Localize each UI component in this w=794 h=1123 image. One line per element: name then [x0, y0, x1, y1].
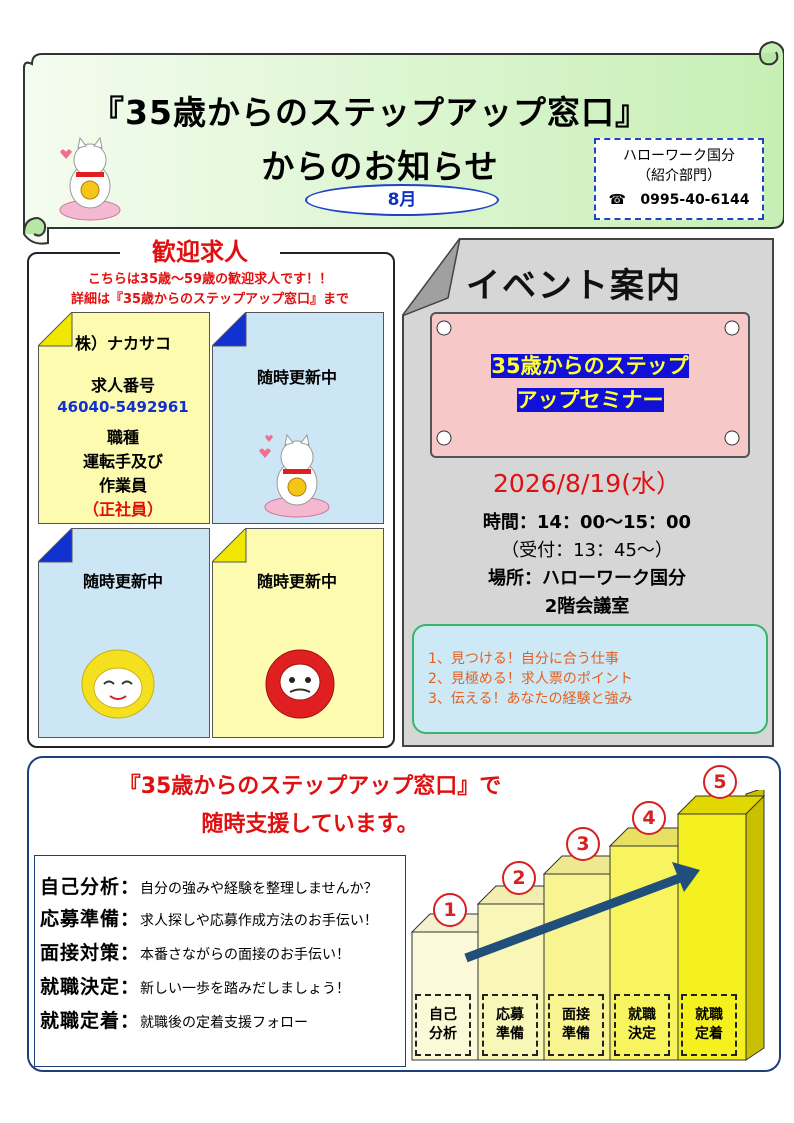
support-item-desc: 就職後の定着支援フォロー [140, 1015, 309, 1031]
separator: ： [120, 976, 141, 998]
event-reception-time: （受付：13：45～） [501, 540, 673, 561]
job-number[interactable]: 46040-5492961 [57, 398, 189, 416]
phone-icon: ☎ [608, 192, 626, 208]
lucky-cat-icon [59, 136, 121, 221]
office-dept: （紹介部門） [637, 168, 721, 184]
support-item-desc: 自分の強みや経験を整理しませんか？ [140, 881, 378, 897]
support-item-desc: 本番さながらの面接のお手伝い！ [140, 947, 351, 963]
seminar-title-line2: アップセミナー [516, 388, 664, 412]
event-time: 時間：14：00～15：00 [482, 512, 692, 533]
step-label-text: 準備 [496, 1026, 524, 1042]
updating-text: 随時更新中 [82, 572, 163, 591]
support-item: 自己分析：自分の強みや経験を整理しませんか？ [40, 872, 378, 899]
support-item-head: 自己分析 [40, 876, 121, 898]
step-label-2: 応募準備 [482, 994, 538, 1056]
step-number-2: 2 [502, 861, 536, 895]
support-item: 面接対策：本番さながらの面接のお手伝い！ [40, 938, 350, 965]
office-contact-box: ハローワーク国分 （紹介部門） ☎ 0995-40-6144 [594, 138, 764, 220]
updating-text: 随時更新中 [256, 572, 337, 591]
card-corner-fold-icon [38, 312, 73, 347]
step-number-5: 5 [703, 765, 737, 799]
job-type-label: 職種 [106, 428, 139, 447]
step-number-1: 1 [433, 893, 467, 927]
red-daruma-icon [265, 649, 335, 719]
step-label-text: 応募 [496, 1007, 524, 1023]
job-number-label: 求人番号 [90, 376, 155, 395]
step-label-text: 準備 [562, 1026, 590, 1042]
step-label-3: 面接準備 [548, 994, 604, 1056]
support-services-list [34, 855, 406, 1067]
office-name: ハローワーク国分 [623, 148, 735, 164]
page-title-line2: からのお知らせ [261, 147, 499, 186]
step-number-3: 3 [566, 827, 600, 861]
step-label-1: 自己分析 [415, 994, 471, 1056]
month-badge: 8月 [305, 184, 499, 216]
step-label-text: 就職 [628, 1007, 656, 1023]
seminar-point-1: 1、見つける！自分に合う仕事 [428, 651, 619, 667]
support-item-head: 応募準備 [40, 908, 121, 930]
lucky-cat-icon [259, 433, 330, 518]
event-place: 場所：ハローワーク国分 [488, 568, 686, 589]
step-label-text: 就職 [695, 1007, 723, 1023]
support-item: 就職定着：就職後の定着支援フォロー [40, 1006, 308, 1033]
support-item-desc: 求人探しや応募作成方法のお手伝い！ [140, 913, 378, 929]
job-card-nakasako[interactable] [38, 312, 210, 524]
plaque-rivets [436, 320, 740, 446]
jobs-subtitle-2: 詳細は『35歳からのステップアップ窓口』まで [70, 292, 350, 307]
step-label-text: 分析 [429, 1026, 457, 1042]
page-curl-icon [402, 238, 461, 317]
card-corner-fold-icon [212, 528, 247, 563]
seminar-plaque[interactable] [430, 312, 750, 458]
step-number-4: 4 [632, 801, 666, 835]
separator: ： [120, 942, 141, 964]
support-title-line1: 『35歳からのステップアップ窓口』で [118, 774, 502, 799]
support-item-head: 就職決定 [40, 976, 121, 998]
jobs-subtitle-1: こちらは35歳～59歳の歓迎求人です！！ [87, 272, 333, 287]
support-item: 就職決定：新しい一歩を踏みだしましょう！ [40, 972, 350, 999]
job-type-line2: 作業員 [98, 476, 147, 495]
job-company: 株）ナカサコ [74, 334, 171, 353]
step-label-text: 面接 [562, 1007, 590, 1023]
support-item: 応募準備：求人探しや応募作成方法のお手伝い！ [40, 904, 378, 931]
seminar-point-2: 2、見極める！求人票のポイント [428, 671, 633, 687]
seminar-points-box [412, 624, 768, 734]
step-label-text: 定着 [695, 1026, 723, 1042]
separator: ： [120, 1010, 141, 1032]
seminar-point-3: 3、伝える！あなたの経験と強み [428, 691, 633, 707]
step-label-5: 就職定着 [681, 994, 737, 1056]
support-item-desc: 新しい一歩を踏みだしましょう！ [140, 981, 351, 997]
event-date: 2026/8/19(水） [493, 469, 681, 498]
seminar-title: 35歳からのステップ アップセミナー [470, 350, 710, 414]
support-item-head: 就職定着 [40, 1010, 121, 1032]
separator: ： [120, 876, 141, 898]
updating-text: 随時更新中 [256, 368, 337, 387]
step-label-text: 自己 [429, 1007, 457, 1023]
card-corner-fold-icon [38, 528, 73, 563]
support-item-head: 面接対策 [40, 942, 121, 964]
event-room: 2階会議室 [544, 596, 630, 617]
step-label-4: 就職決定 [614, 994, 670, 1056]
phone-number[interactable]: 0995-40-6144 [640, 192, 750, 208]
card-corner-fold-icon [212, 312, 247, 347]
seminar-title-line1: 35歳からのステップ [491, 354, 689, 378]
job-type-line1: 運転手及び [82, 452, 163, 471]
jobs-title: 歓迎求人 [120, 232, 280, 267]
separator: ： [120, 908, 141, 930]
support-title-line2: 随時支援しています。 [201, 812, 419, 837]
event-title: イベント案内 [466, 266, 682, 306]
step-label-text: 決定 [628, 1026, 656, 1042]
job-employment-type: （正社員） [82, 500, 163, 519]
page-title-line1: 『35歳からのステップアップ窓口』 [91, 93, 649, 132]
yellow-daruma-icon [81, 649, 155, 719]
